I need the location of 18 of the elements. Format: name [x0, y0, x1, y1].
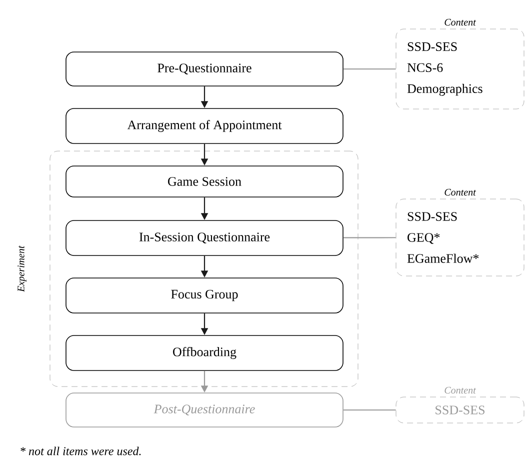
content-box: SSD-SES — [396, 396, 524, 424]
process-box: Focus Group — [66, 278, 344, 314]
footnote: * not all items were used. — [20, 446, 141, 456]
content-heading: Content — [444, 18, 476, 26]
process-box: Offboarding — [66, 335, 344, 371]
process-box: In-Session Questionnaire — [66, 220, 344, 256]
process-box: Game Session — [66, 166, 344, 198]
content-heading: Content — [444, 188, 476, 196]
process-box: Arrangement of Appointment — [66, 108, 344, 144]
connector-line — [343, 409, 396, 411]
content-box: SSD-SES GEQ* EGameFlow* — [396, 198, 524, 276]
content-box: SSD-SES NCS-6 Demographics — [396, 28, 524, 110]
content-heading: Content — [444, 386, 476, 394]
process-box: Pre-Questionnaire — [66, 52, 344, 86]
connector-line — [343, 68, 396, 70]
process-box: Post-Questionnaire — [66, 392, 344, 428]
connector-line — [343, 237, 396, 238]
group-label: Experiment — [18, 246, 26, 292]
